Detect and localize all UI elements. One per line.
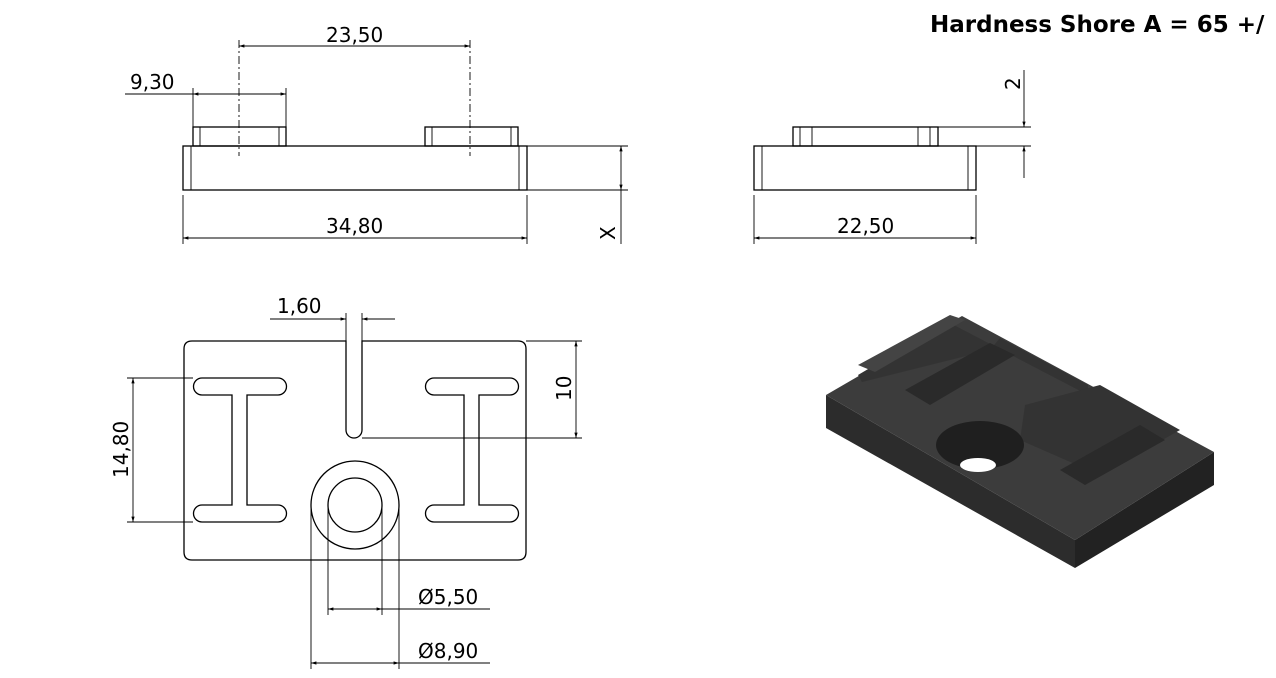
isometric-render	[826, 315, 1214, 568]
top-view: 1,60 10 14,80 Ø5,50 Ø8,90	[109, 294, 582, 669]
top-outline-with-slot	[183, 340, 527, 561]
dim-height: X	[596, 226, 620, 240]
dim-width: 22,50	[837, 214, 894, 238]
front-base	[182, 145, 528, 191]
front-view: 23,50 9,30 34,80 X	[125, 23, 628, 244]
dim-hole-outer: Ø8,90	[418, 639, 478, 663]
front-boss-right	[424, 126, 519, 147]
dim-boss: 9,30	[130, 70, 175, 94]
side-view: 22,50 2	[753, 70, 1031, 244]
dim-length: 34,80	[326, 214, 383, 238]
side-boss	[792, 126, 939, 147]
dim-hole-inner: Ø5,50	[418, 585, 478, 609]
dim-slot-width: 1,60	[277, 294, 322, 318]
dim-boss-height: 2	[1001, 77, 1025, 90]
dim-slot-depth: 10	[552, 376, 576, 401]
hardness-note: Hardness Shore A = 65 +/	[930, 12, 1265, 38]
through-hole-circle	[327, 477, 383, 533]
i-recess-left	[192, 377, 288, 523]
counterbore-circle	[310, 460, 400, 550]
dim-i-height: 14,80	[109, 421, 133, 478]
front-boss-left	[192, 126, 287, 147]
side-base	[753, 145, 977, 191]
dim-spacing: 23,50	[326, 23, 383, 47]
i-recess-right	[424, 377, 520, 523]
